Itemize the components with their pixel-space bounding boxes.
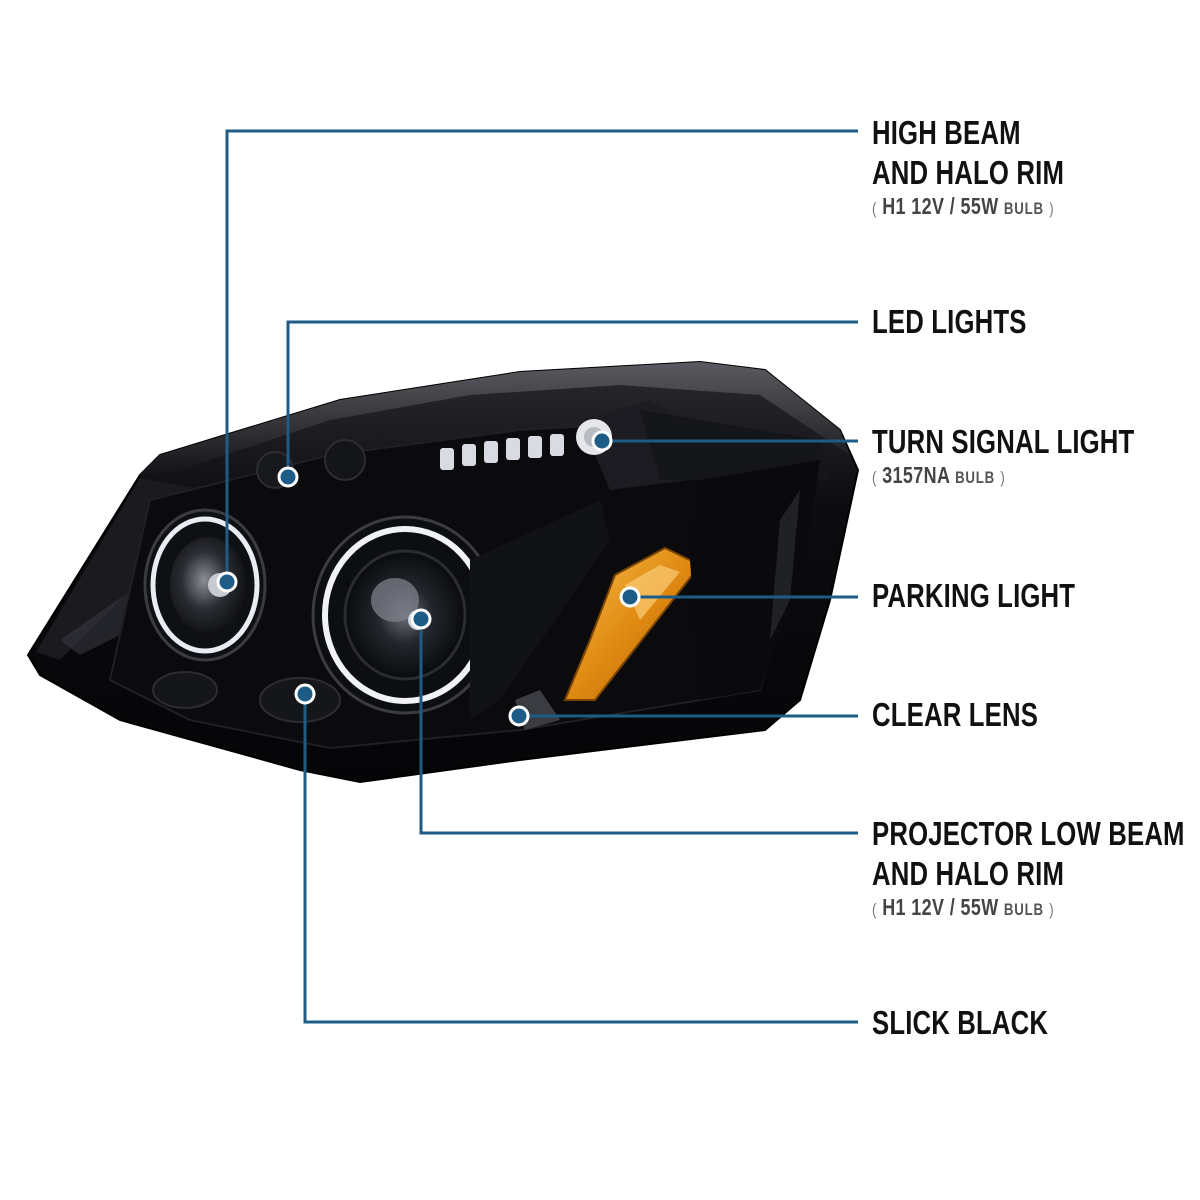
callout-line-projector [419,619,858,835]
label-clear-lens: CLEAR LENS [872,695,1038,735]
label-projector-low-beam: PROJECTOR LOW BEAM AND HALO RIM ( H1 12V… [872,814,1185,923]
callout-dot-parking-light [619,586,641,608]
callout-line-slick-black [303,694,858,1024]
callout-dot-turn-signal [591,430,613,452]
callout-dot-slick-black [294,683,316,705]
label-projector-line-2: AND HALO RIM [872,855,1065,892]
label-led-lights-line-1: LED LIGHTS [872,303,1027,340]
label-high-beam-spec: ( H1 12V / 55W BULB ) [872,193,1055,219]
label-turn-signal-spec: ( 3157NA BULB ) [872,462,1006,488]
callout-dot-high-beam [216,571,238,593]
label-high-beam-line-1: HIGH BEAM [872,114,1021,151]
led-strip [440,434,564,470]
housing-top-trim [140,362,850,475]
label-high-beam-line-2: AND HALO RIM [872,154,1065,191]
label-projector-spec: ( H1 12V / 55W BULB ) [872,894,1055,920]
label-projector-line-1: PROJECTOR LOW BEAM [872,815,1185,852]
label-turn-signal-line-1: TURN SIGNAL LIGHT [872,423,1135,460]
callout-line-led-lights [286,320,858,477]
label-clear-lens-line-1: CLEAR LENS [872,696,1039,733]
label-slick-black: SLICK BLACK [872,1003,1048,1043]
label-parking-light-line-1: PARKING LIGHT [872,577,1076,614]
label-high-beam: HIGH BEAM AND HALO RIM ( H1 12V / 55W BU… [872,113,1064,222]
label-slick-black-line-1: SLICK BLACK [872,1004,1049,1041]
label-turn-signal: TURN SIGNAL LIGHT ( 3157NA BULB ) [872,422,1134,491]
callout-dot-clear-lens [508,705,530,727]
callout-dot-projector [410,608,432,630]
label-led-lights: LED LIGHTS [872,302,1027,342]
high-beam-halo-ring [150,516,260,654]
projector-low-beam-assembly [311,515,499,715]
callout-line-high-beam [225,129,858,582]
label-parking-light: PARKING LIGHT [872,576,1075,616]
callout-dot-led-lights [277,466,299,488]
